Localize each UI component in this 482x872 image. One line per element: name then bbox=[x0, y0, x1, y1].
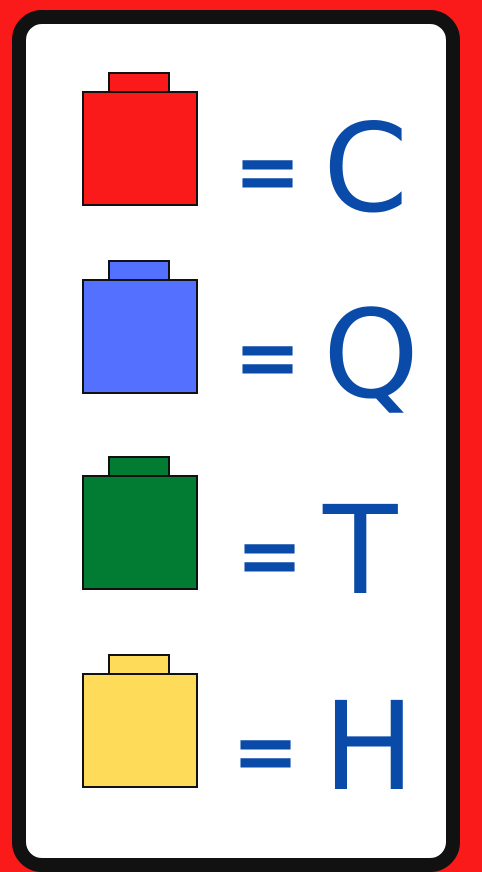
yellow-block-icon bbox=[82, 654, 198, 788]
legend-letter: H bbox=[323, 676, 415, 818]
equals-sign: = bbox=[236, 509, 304, 602]
block-stud bbox=[108, 654, 170, 674]
legend-letter: T bbox=[323, 480, 398, 622]
legend-letter: C bbox=[323, 98, 409, 240]
equals-sign: = bbox=[232, 705, 300, 798]
legend-card: = C = Q = T = H bbox=[12, 10, 460, 872]
block-body bbox=[82, 673, 198, 788]
equals-sign: = bbox=[234, 125, 302, 218]
legend-letter: Q bbox=[323, 284, 420, 426]
red-block-icon bbox=[82, 72, 198, 206]
block-stud bbox=[108, 72, 170, 92]
equals-sign: = bbox=[234, 311, 302, 404]
green-block-icon bbox=[82, 456, 198, 590]
block-body bbox=[82, 475, 198, 590]
block-body bbox=[82, 91, 198, 206]
block-stud bbox=[108, 260, 170, 280]
block-body bbox=[82, 279, 198, 394]
blue-block-icon bbox=[82, 260, 198, 394]
block-stud bbox=[108, 456, 170, 476]
